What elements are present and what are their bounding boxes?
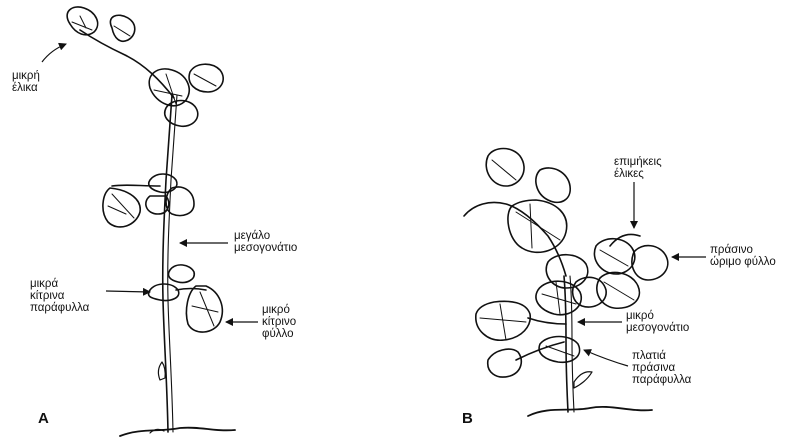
plant-a [67, 7, 235, 436]
label-green-mature-leaf-line2: ώριμο φύλλο [710, 256, 776, 268]
top-leaf-2 [110, 15, 134, 41]
label-small-yellow-leaf-line3: φύλλο [262, 328, 296, 340]
label-long-internode-line2: μεσογονάτιο [234, 242, 297, 254]
lower-leaf-left-2 [488, 349, 522, 377]
node2-stipule-top [168, 265, 194, 283]
label-small-yellow-stipules: μικρά κίτρινα παράφυλλα [30, 278, 89, 314]
wide-stipule-b [539, 337, 579, 363]
label-small-yellow-stipules-line3: παράφυλλα [30, 302, 89, 314]
arrow-wide-stipules [584, 350, 628, 366]
label-short-internode: μικρό μεσογονάτιο [626, 310, 689, 334]
center-leaf-3 [573, 277, 607, 307]
node1-stipule-a [149, 174, 177, 192]
big-leaf-top [486, 149, 524, 187]
label-long-tendrils-line2: έλικες [614, 168, 662, 180]
stem-b [564, 276, 568, 412]
lower-petiole-left [528, 318, 566, 324]
label-small-yellow-stipules-line2: κίτρινα [30, 290, 89, 302]
mature-leaf-2 [632, 246, 668, 280]
label-short-internode-line1: μικρό [626, 310, 689, 322]
soil-line-b [528, 407, 652, 416]
basal-bud-a [158, 362, 165, 380]
label-small-tendril-line2: έλικα [12, 82, 40, 94]
label-green-mature-leaf-line1: πράσινο [710, 244, 776, 256]
label-small-yellow-stipules-line1: μικρά [30, 278, 89, 290]
label-small-tendril-line1: μικρή [12, 70, 40, 82]
node2-petiole-a [176, 289, 206, 291]
node1-petiole-a [112, 185, 160, 186]
label-wide-green-stipules-line2: πράσινα [632, 362, 691, 374]
label-long-internode-line1: μεγάλο [234, 230, 297, 242]
shoot-arch-b [464, 203, 566, 277]
label-wide-green-stipules-line3: παράφυλλα [632, 374, 691, 386]
mature-leaf-1 [594, 239, 634, 274]
node1-leaf-left [103, 188, 140, 227]
stem-a [163, 95, 172, 432]
panel-letter-a: A [38, 410, 49, 427]
soil-line-a [120, 428, 235, 436]
side-bud-b [574, 372, 592, 388]
label-small-tendril: μικρή έλικα [12, 70, 40, 94]
tendril-long-b [610, 234, 640, 246]
label-wide-green-stipules: πλατιά πράσινα παράφυλλα [632, 350, 691, 386]
label-small-yellow-leaf-line1: μικρό [262, 304, 296, 316]
top-leaf-4 [189, 64, 223, 92]
arrow-small-tendril [42, 44, 66, 62]
panel-letter-b: B [462, 410, 473, 427]
arrow-small-stipules [106, 291, 150, 292]
big-leaf-2 [536, 168, 570, 202]
label-long-tendrils-line1: επιμήκεις [614, 156, 662, 168]
label-long-tendrils: επιμήκεις έλικες [614, 156, 662, 180]
label-short-internode-line2: μεσογονάτιο [626, 322, 689, 334]
label-small-yellow-leaf: μικρό κίτρινο φύλλο [262, 304, 296, 340]
label-long-internode: μεγάλο μεσογονάτιο [234, 230, 297, 254]
label-green-mature-leaf: πράσινο ώριμο φύλλο [710, 244, 776, 268]
label-small-yellow-leaf-line2: κίτρινο [262, 316, 296, 328]
label-wide-green-stipules-line1: πλατιά [632, 350, 691, 362]
